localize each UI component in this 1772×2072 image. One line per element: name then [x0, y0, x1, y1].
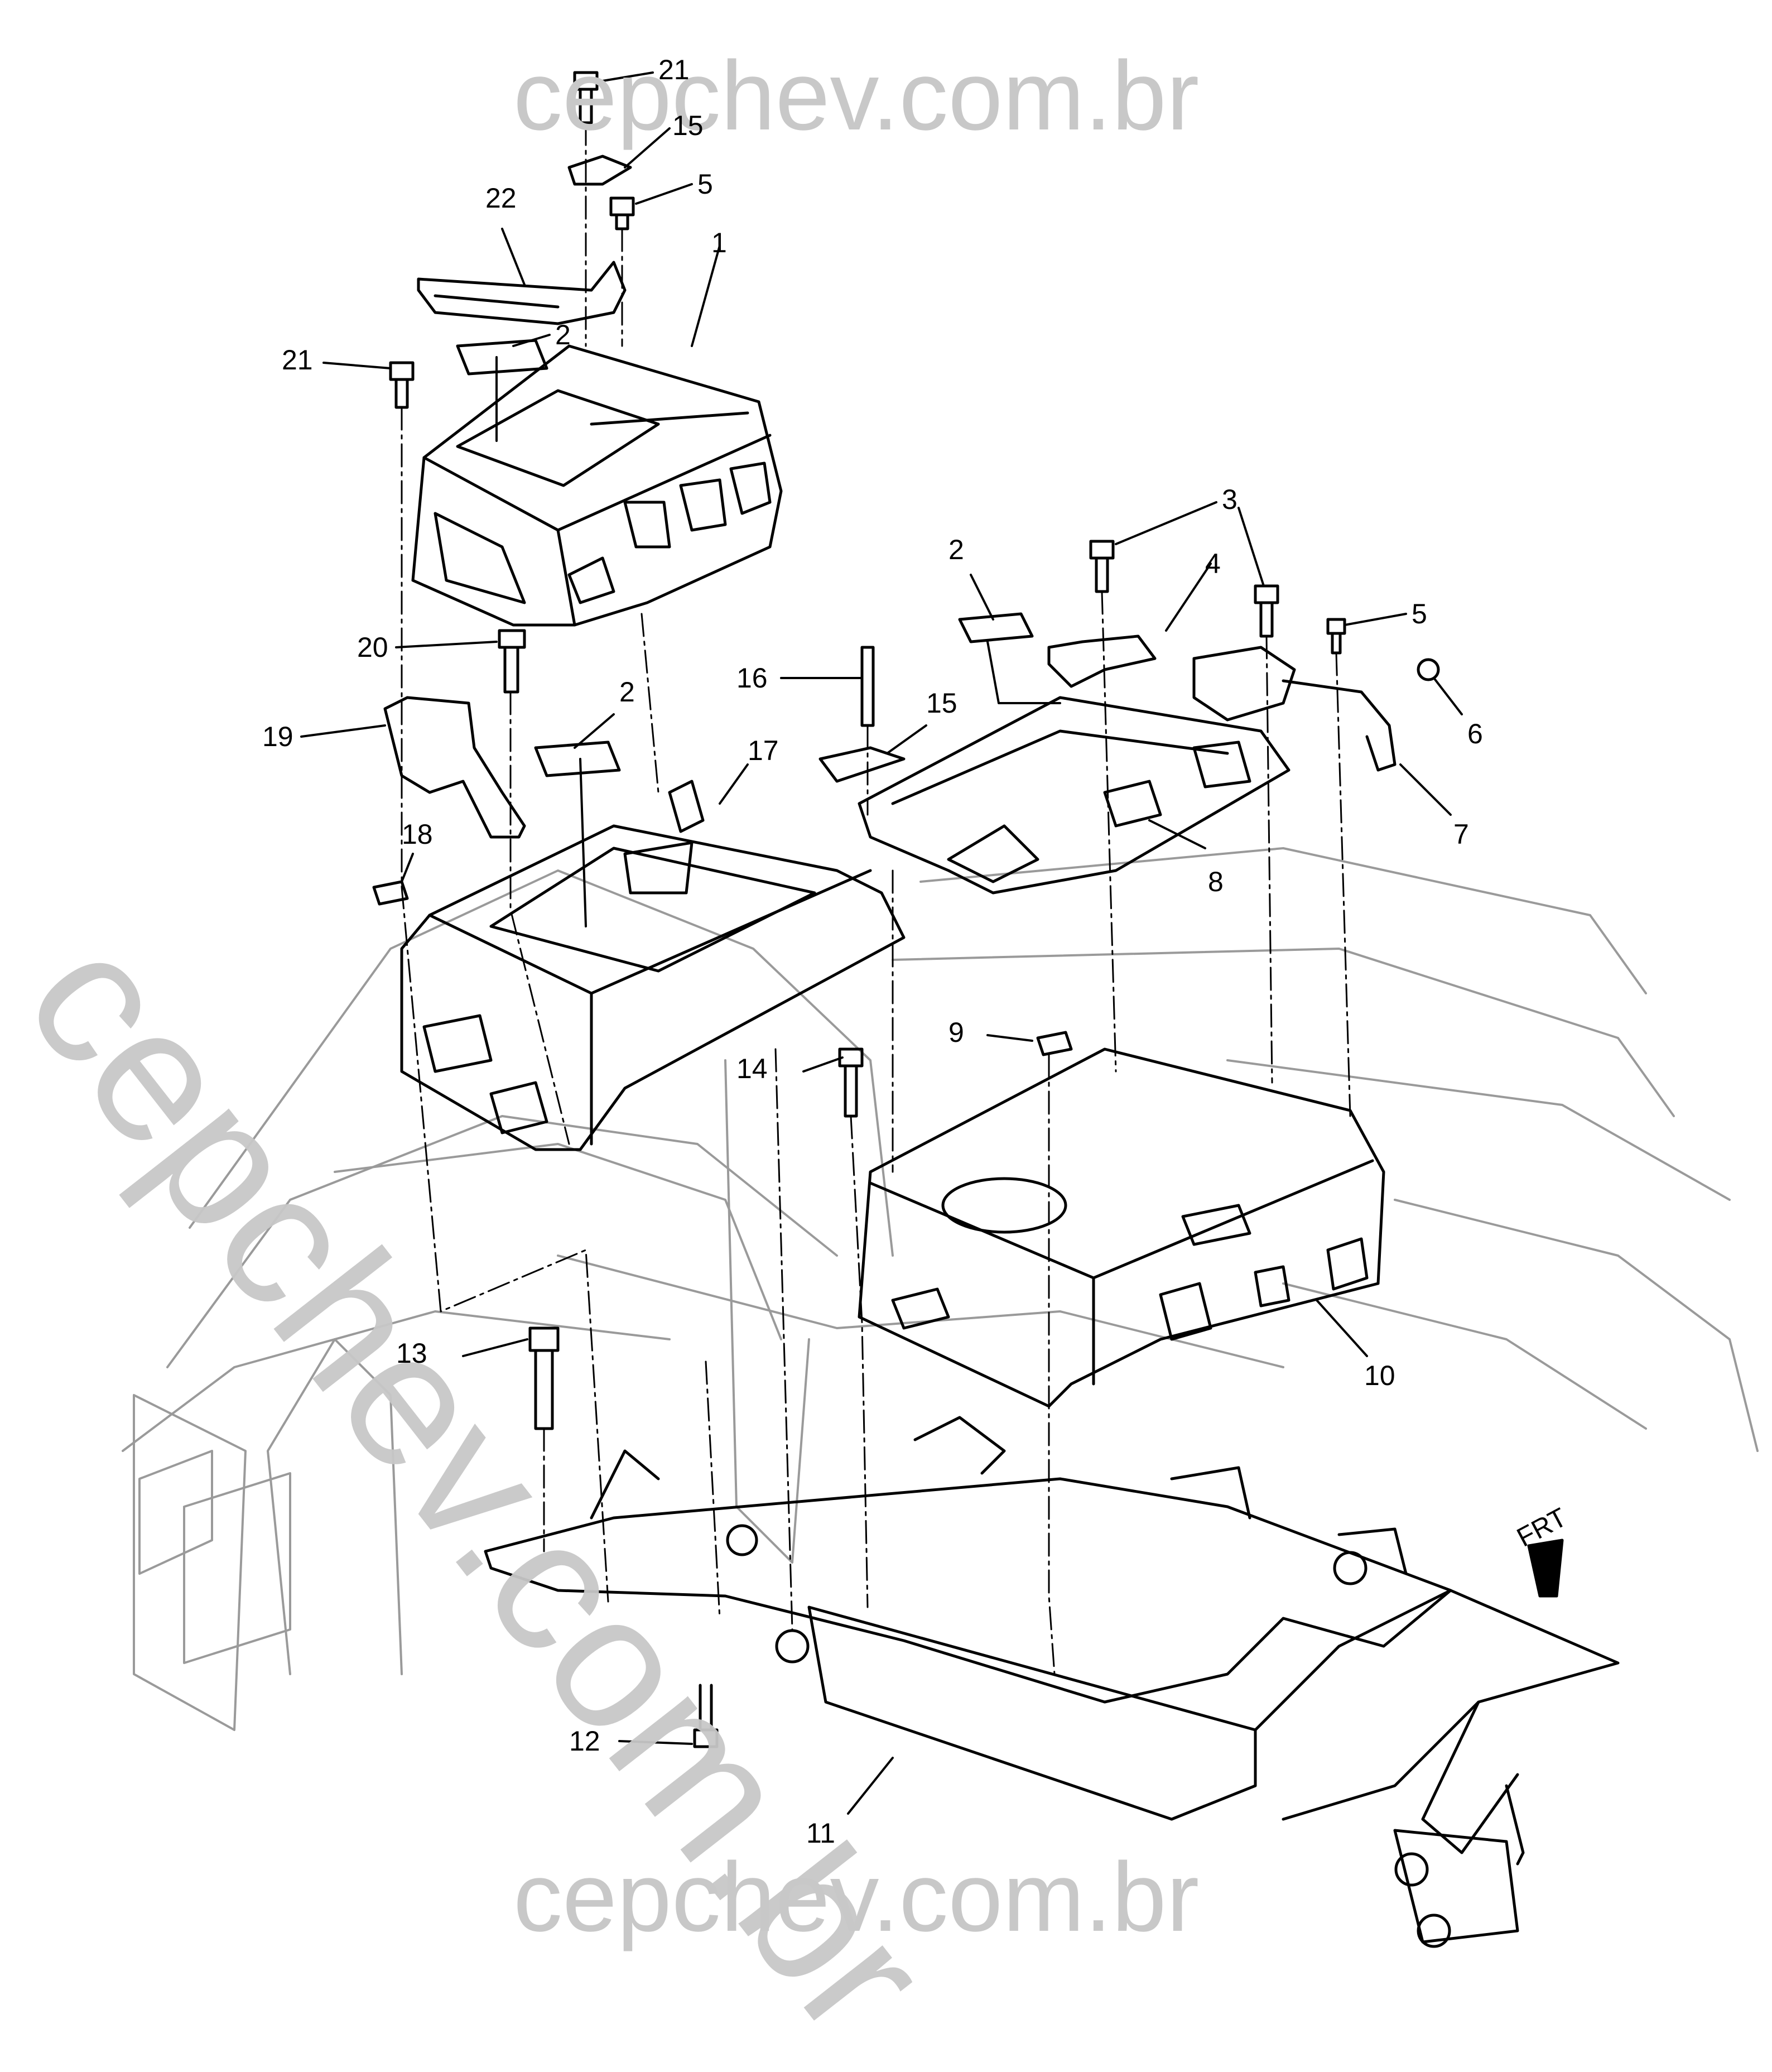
bolt-20 — [498, 629, 526, 694]
vehicle-body-structure — [122, 847, 1759, 1731]
bracket-19 — [383, 696, 526, 839]
inverter-module-lower — [400, 780, 906, 1151]
bracket-4 — [1047, 634, 1157, 688]
callout-12: 12 — [569, 1725, 600, 1757]
callout-21-left: 21 — [282, 344, 313, 376]
callout-15-top: 15 — [672, 110, 704, 141]
watermark-bottom: cepchev.com.br — [513, 1843, 1200, 1952]
grommet-6 — [1417, 658, 1440, 681]
leader-lines — [300, 71, 1463, 1815]
callout-10: 10 — [1364, 1360, 1395, 1391]
callout-3: 3 — [1222, 484, 1237, 515]
callout-2-right: 2 — [948, 534, 964, 565]
bracket-22 — [417, 261, 627, 325]
bracket-7 — [1192, 646, 1397, 772]
nut-18 — [372, 880, 409, 906]
callout-5-top: 5 — [697, 169, 713, 200]
watermark-top: cepchev.com.br — [513, 41, 1200, 151]
callout-7: 7 — [1453, 819, 1469, 850]
stud-16 — [860, 646, 875, 727]
callout-22: 22 — [485, 182, 517, 214]
label-2-middle — [534, 741, 621, 777]
bolt-5-right — [1326, 618, 1346, 655]
callout-5-right: 5 — [1412, 598, 1427, 629]
alignment-lines — [401, 122, 1351, 1675]
label-2-upper — [456, 339, 548, 376]
callout-2-upper: 2 — [555, 319, 571, 350]
callout-11: 11 — [806, 1818, 835, 1849]
callout-1: 1 — [711, 227, 727, 258]
callout-21-top: 21 — [658, 54, 690, 85]
frame-cradle-11 — [484, 1416, 1620, 1948]
bolt-3-left — [1089, 540, 1115, 593]
bolt-5-top — [609, 196, 635, 230]
callout-6: 6 — [1467, 718, 1483, 749]
callout-15-right: 15 — [926, 688, 957, 719]
callout-2-middle: 2 — [619, 676, 635, 708]
callout-16: 16 — [736, 662, 768, 694]
bracket-15-upper — [567, 155, 632, 186]
nut-9 — [1036, 1031, 1073, 1056]
callout-8: 8 — [1208, 866, 1224, 897]
callout-4: 4 — [1205, 548, 1221, 579]
exploded-parts-diagram — [122, 71, 1759, 1948]
callout-17: 17 — [748, 735, 779, 766]
bolt-21-left — [389, 361, 415, 409]
front-direction-arrow — [1527, 1539, 1564, 1598]
inverter-module-upper — [411, 344, 783, 627]
bolt-12 — [693, 1684, 719, 1748]
bracket-15-right — [818, 746, 906, 783]
bolt-14 — [838, 1047, 864, 1118]
bolt-3-right — [1254, 584, 1279, 638]
callout-9: 9 — [948, 1017, 964, 1048]
callout-19: 19 — [262, 721, 293, 752]
callout-13: 13 — [396, 1338, 427, 1369]
callout-14: 14 — [736, 1053, 768, 1084]
label-2-right — [958, 612, 1034, 643]
callout-20: 20 — [357, 632, 388, 663]
power-inverter-module-10 — [858, 1047, 1385, 1408]
inverter-module-right — [858, 696, 1291, 895]
callout-18: 18 — [402, 819, 433, 850]
